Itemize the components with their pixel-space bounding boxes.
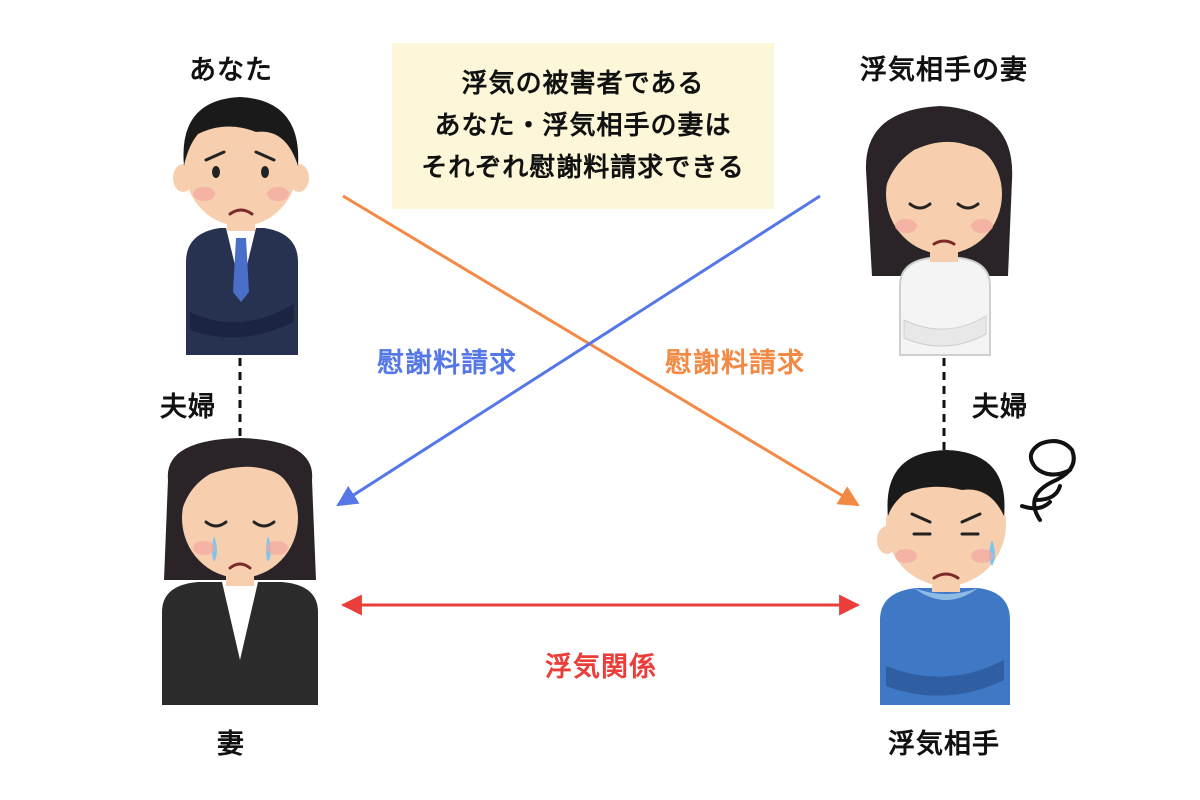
note-line-3: それぞれ慰謝料請求できる (421, 153, 745, 183)
label-partner-wife: 浮気相手の妻 (860, 55, 1028, 86)
note-line-2: あなた・浮気相手の妻は (434, 111, 732, 141)
summary-note-box: 浮気の被害者である あなた・浮気相手の妻は それぞれ慰謝料請求できる (392, 43, 774, 209)
label-partner: 浮気相手 (888, 729, 1000, 760)
label-affair: 浮気関係 (545, 652, 657, 683)
label-claim-orange: 慰謝料請求 (665, 348, 805, 379)
scribble-confusion-icon (1020, 439, 1076, 522)
label-claim-blue: 慰謝料請求 (377, 348, 517, 379)
label-couple-right: 夫婦 (972, 392, 1028, 423)
note-line-1: 浮気の被害者である (461, 69, 705, 99)
claim-arrow-blue (336, 194, 821, 507)
label-wife: 妻 (217, 729, 245, 760)
label-couple-left: 夫婦 (160, 392, 216, 423)
label-you: あなた (189, 55, 273, 86)
claim-arrow-orange (342, 194, 860, 507)
